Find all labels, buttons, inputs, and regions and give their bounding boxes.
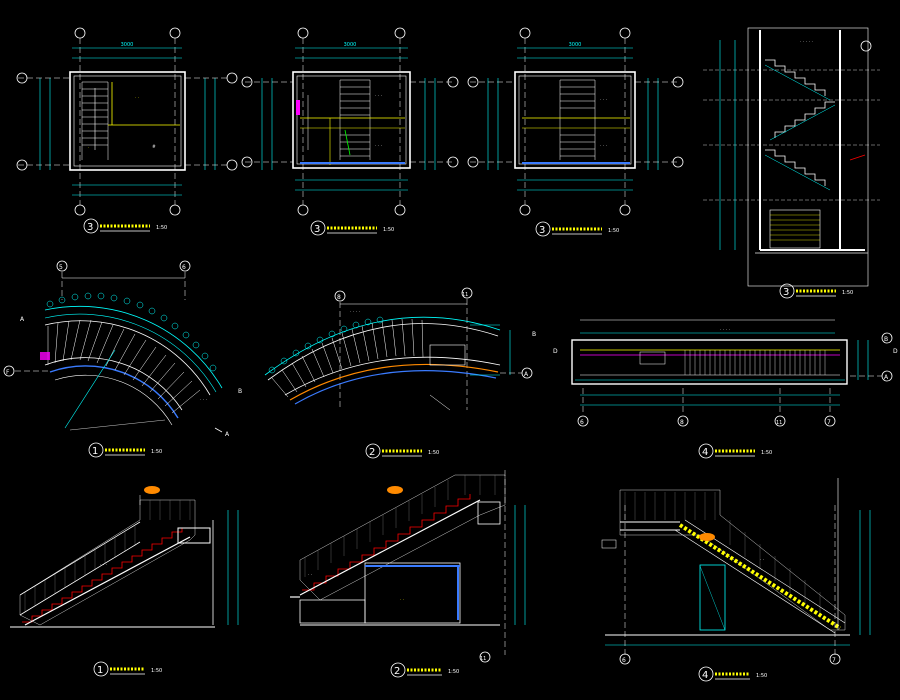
axis-label: 6 (622, 657, 626, 664)
curved-plan-view-2: 8 11 (238, 287, 536, 411)
axis-label: 6 (580, 419, 584, 426)
axis-label: 6 (182, 264, 186, 271)
view-scale: 1:50 (756, 673, 767, 679)
svg-text:. . . .: . . . . (720, 327, 730, 332)
svg-text:.: . (88, 145, 89, 150)
title-curved-plan-2: 2 1:50 (365, 443, 439, 459)
straight-plan-view-4: 6 8 11 7 B A D D . . . . (553, 319, 898, 427)
section-mark: B (238, 388, 242, 395)
section-mark: A (20, 316, 25, 323)
view-index: 3 (314, 224, 320, 235)
view-index: 3 (783, 287, 789, 298)
view-index: 3 (539, 225, 545, 236)
svg-text:. .: . . (135, 95, 139, 100)
plan-view-3: 3000 . . . (467, 27, 684, 216)
view-index: 3 (87, 222, 93, 233)
section-mark: B (532, 331, 536, 338)
title-elevation-2: 2 1:50 (390, 662, 459, 678)
axis-label: F (6, 369, 10, 376)
view-scale: 1:50 (428, 450, 439, 456)
view-index: 1 (92, 446, 98, 457)
view-scale: 1:50 (156, 225, 167, 231)
axis-label: 8 (680, 419, 684, 426)
svg-text:. . . .: . . . . (350, 309, 360, 314)
view-index: 4 (702, 447, 708, 458)
svg-text:. . .: . . . (600, 143, 607, 148)
svg-text:. . .: . . . (200, 397, 207, 402)
axis-label: 11 (480, 656, 486, 662)
view-index: 1 (97, 665, 103, 676)
view-scale: 1:50 (448, 669, 459, 675)
section-mark: A (225, 431, 230, 438)
title-plan-2: 3 1:50 (310, 220, 394, 236)
svg-text:. . .: . . . (375, 93, 382, 98)
title-straight-plan-4: 4 1:50 (698, 443, 772, 459)
title-plan-3: 3 1:50 (535, 221, 619, 237)
section-mark: D (553, 348, 558, 355)
view-scale: 1:50 (151, 668, 162, 674)
title-plan-1: 3 1:50 (83, 218, 167, 234)
view-index: 4 (702, 670, 708, 681)
view-scale: 1:50 (151, 449, 162, 455)
svg-text:. . .: . . . (100, 562, 107, 567)
axis-label: 11 (462, 292, 468, 298)
curved-plan-view-1: 5 6 F (3, 260, 230, 438)
elevation-view-2: 11 . . . . (290, 470, 526, 663)
axis-label: 7 (832, 657, 836, 664)
title-section-3: 3 1:50 (779, 283, 853, 299)
svg-text:#: # (152, 144, 156, 150)
elevation-view-4: 6 7 . . (601, 478, 871, 665)
svg-text:. .: . . (308, 572, 312, 577)
view-index: 2 (369, 447, 375, 458)
svg-text:3000: 3000 (344, 42, 357, 48)
view-index: 2 (394, 666, 400, 677)
svg-text:3000: 3000 (121, 42, 134, 48)
axis-label: A (524, 371, 529, 378)
section-view-3: . . . . . (703, 27, 880, 287)
svg-text:. . . . .: . . . . . (800, 39, 813, 44)
plan-view-2: 3000 (241, 27, 459, 216)
view-scale: 1:50 (842, 290, 853, 296)
axis-label: 7 (827, 419, 831, 426)
view-scale: 1:50 (761, 450, 772, 456)
axis-label: B (884, 336, 888, 343)
axis-label: 11 (776, 420, 782, 426)
elevation-view-1: . . . (10, 486, 239, 628)
svg-text:. . .: . . . (375, 143, 382, 148)
svg-text:. .: . . (760, 557, 764, 562)
view-scale: 1:50 (383, 227, 394, 233)
plan-view-1: 3000 . (16, 27, 238, 216)
title-elevation-4: 4 1:50 (698, 666, 767, 682)
svg-text:3000: 3000 (569, 42, 582, 48)
view-scale: 1:50 (608, 228, 619, 234)
axis-label: 8 (337, 294, 341, 301)
section-mark: D (893, 348, 898, 355)
axis-label: A (884, 374, 889, 381)
svg-text:. .: . . (400, 597, 404, 602)
axis-label: 5 (59, 264, 63, 271)
title-elevation-1: 1 1:50 (93, 661, 162, 677)
svg-text:. . .: . . . (600, 97, 607, 102)
title-curved-plan-1: 1 1:50 (88, 442, 162, 458)
